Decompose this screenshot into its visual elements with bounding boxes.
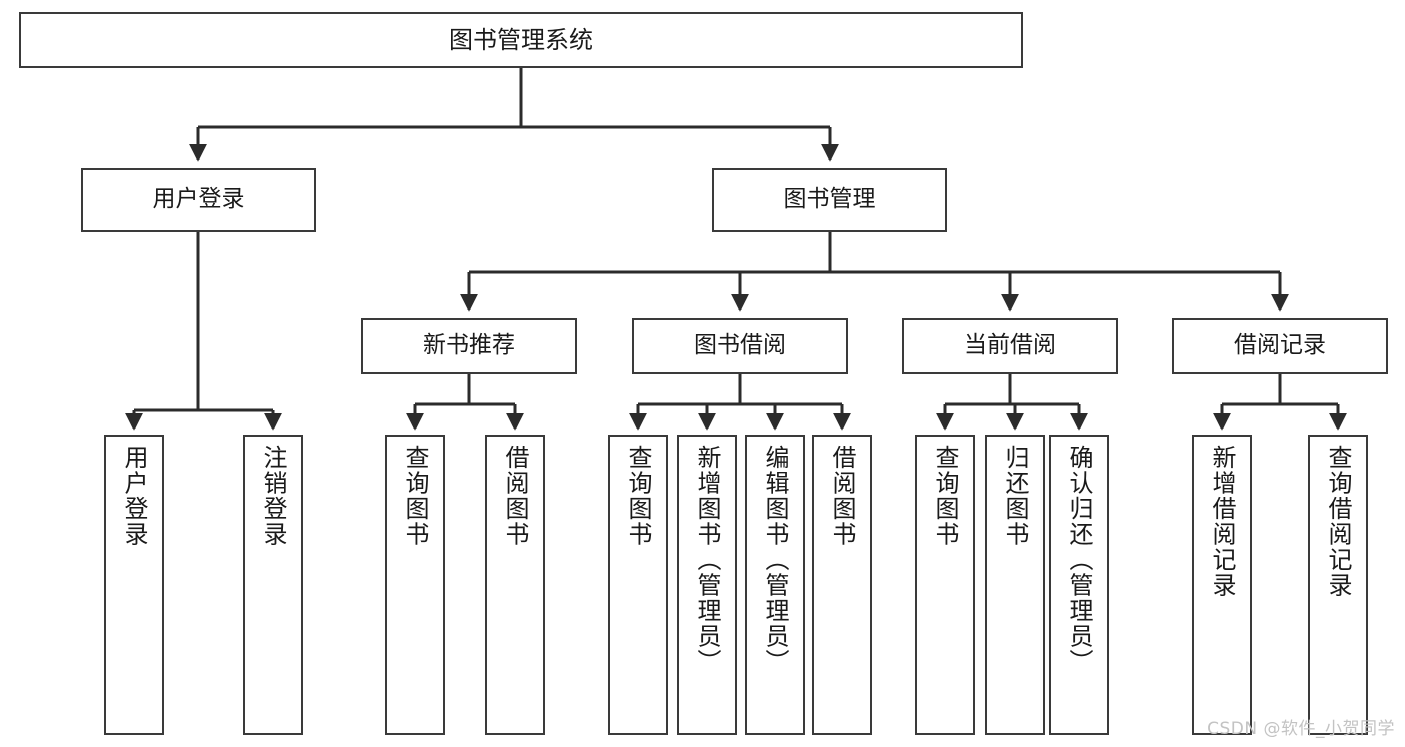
- node-leaf-user-login[interactable]: 用户登录: [104, 435, 164, 735]
- node-book-management-label: 图书管理: [783, 186, 876, 213]
- node-leaf-query-book-3-label: 查询图书: [931, 445, 959, 547]
- node-leaf-return-book[interactable]: 归还图书: [985, 435, 1045, 735]
- node-leaf-edit-book-label: 编辑图书（管理员）: [761, 445, 789, 675]
- node-leaf-query-book-1-label: 查询图书: [401, 445, 429, 547]
- node-leaf-add-record[interactable]: 新增借阅记录: [1192, 435, 1252, 735]
- node-leaf-add-book-label: 新增图书（管理员）: [693, 445, 721, 675]
- node-leaf-query-record[interactable]: 查询借阅记录: [1308, 435, 1368, 735]
- node-new-book-recommend[interactable]: 新书推荐: [361, 318, 577, 374]
- node-leaf-query-book-1[interactable]: 查询图书: [385, 435, 445, 735]
- node-leaf-borrow-book-2-label: 借阅图书: [828, 445, 856, 547]
- node-leaf-return-book-label: 归还图书: [1001, 445, 1029, 547]
- node-leaf-user-login-label: 用户登录: [120, 445, 148, 547]
- node-book-borrow-label: 图书借阅: [694, 332, 786, 359]
- node-user-login[interactable]: 用户登录: [81, 168, 316, 232]
- node-leaf-add-record-label: 新增借阅记录: [1208, 445, 1236, 598]
- node-leaf-borrow-book-1-label: 借阅图书: [501, 445, 529, 547]
- node-borrow-record-label: 借阅记录: [1234, 332, 1326, 359]
- node-leaf-confirm-return[interactable]: 确认归还（管理员）: [1049, 435, 1109, 735]
- node-leaf-query-book-2[interactable]: 查询图书: [608, 435, 668, 735]
- node-leaf-add-book[interactable]: 新增图书（管理员）: [677, 435, 737, 735]
- node-current-borrow-label: 当前借阅: [964, 332, 1056, 359]
- node-current-borrow[interactable]: 当前借阅: [902, 318, 1118, 374]
- node-new-book-recommend-label: 新书推荐: [423, 332, 515, 359]
- node-user-login-label: 用户登录: [152, 186, 245, 213]
- node-borrow-record[interactable]: 借阅记录: [1172, 318, 1388, 374]
- node-leaf-confirm-return-label: 确认归还（管理员）: [1065, 445, 1093, 675]
- node-leaf-query-book-3[interactable]: 查询图书: [915, 435, 975, 735]
- node-root[interactable]: 图书管理系统: [19, 12, 1023, 68]
- node-leaf-query-book-2-label: 查询图书: [624, 445, 652, 547]
- node-leaf-logout-login-label: 注销登录: [259, 445, 287, 547]
- node-leaf-query-record-label: 查询借阅记录: [1324, 445, 1352, 598]
- node-book-management[interactable]: 图书管理: [712, 168, 947, 232]
- node-leaf-borrow-book-2[interactable]: 借阅图书: [812, 435, 872, 735]
- node-root-label: 图书管理系统: [449, 25, 593, 54]
- node-book-borrow[interactable]: 图书借阅: [632, 318, 848, 374]
- node-leaf-edit-book[interactable]: 编辑图书（管理员）: [745, 435, 805, 735]
- node-leaf-logout-login[interactable]: 注销登录: [243, 435, 303, 735]
- node-leaf-borrow-book-1[interactable]: 借阅图书: [485, 435, 545, 735]
